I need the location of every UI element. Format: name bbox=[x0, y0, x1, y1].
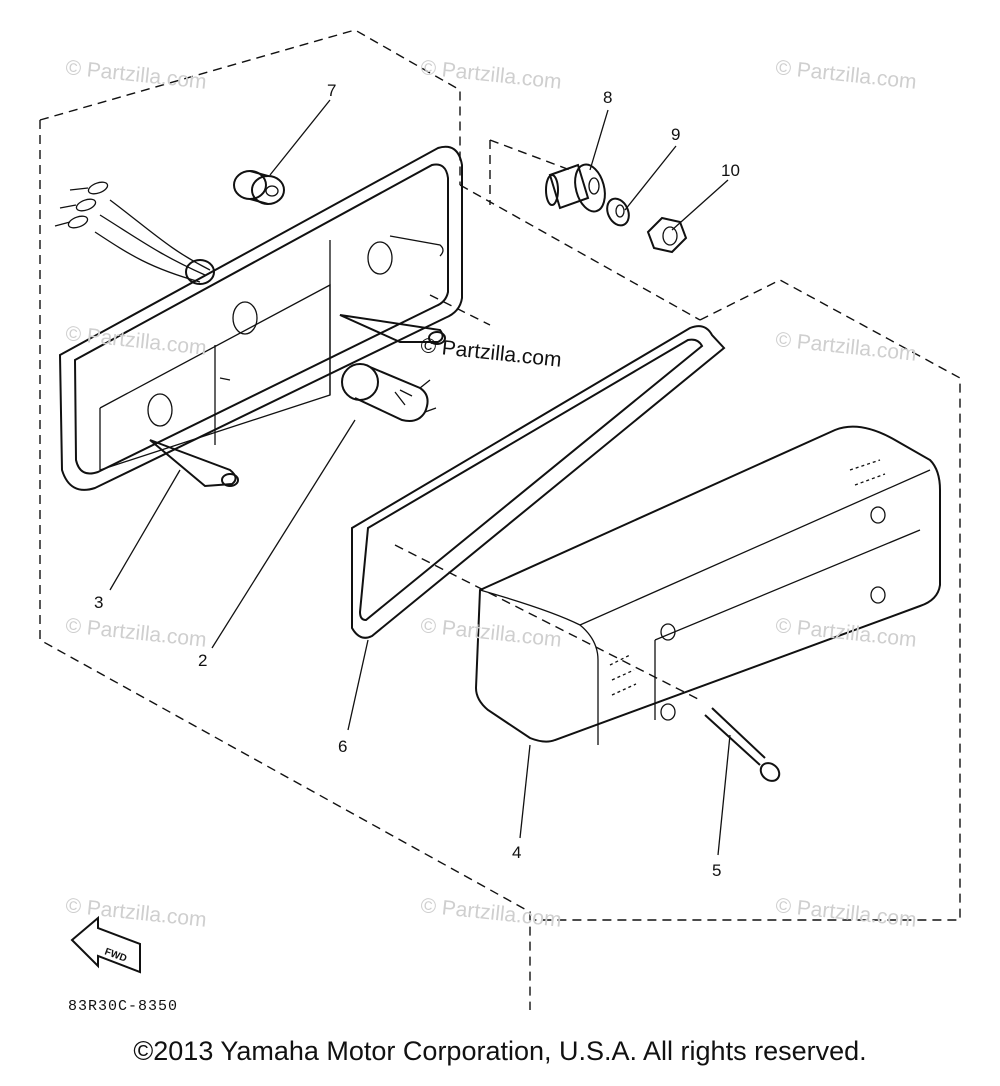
part-6-gasket bbox=[351, 325, 726, 639]
callout-3: 3 bbox=[94, 593, 103, 612]
callout-8: 8 bbox=[603, 88, 612, 107]
watermark: © Partzilla.com bbox=[774, 328, 917, 366]
part-4-lens bbox=[474, 425, 941, 745]
callout-7: 7 bbox=[327, 81, 336, 100]
part-8-collar bbox=[545, 163, 606, 213]
watermark: © Partzilla.com bbox=[774, 614, 917, 652]
assembly-boundary bbox=[39, 29, 961, 1010]
part-7-grommet bbox=[233, 170, 285, 205]
part-9-washer bbox=[606, 197, 630, 227]
watermark: © Partzilla.com bbox=[419, 614, 562, 652]
watermark-center: © Partzilla.com bbox=[419, 334, 562, 372]
callout-5: 5 bbox=[712, 861, 721, 880]
watermark: © Partzilla.com bbox=[64, 614, 207, 652]
callout-9: 9 bbox=[671, 125, 680, 144]
diagram-code: 83R30C-8350 bbox=[68, 998, 178, 1015]
callout-2: 2 bbox=[198, 651, 207, 670]
part-5-screw bbox=[704, 707, 781, 782]
exploded-parts-diagram: 7 8 9 10 3 2 6 4 5 © Partzilla.com © Par… bbox=[39, 29, 961, 1015]
watermark: © Partzilla.com bbox=[774, 56, 917, 94]
watermark: © Partzilla.com bbox=[64, 894, 207, 932]
watermarks: © Partzilla.com © Partzilla.com © Partzi… bbox=[64, 56, 917, 932]
part-3-lamp-housing bbox=[54, 145, 463, 491]
part-10-nut bbox=[646, 216, 688, 254]
fwd-arrow-icon: FWD bbox=[70, 915, 141, 974]
callout-10: 10 bbox=[721, 161, 740, 180]
watermark: © Partzilla.com bbox=[419, 894, 562, 932]
watermark: © Partzilla.com bbox=[64, 56, 207, 94]
leader-lines bbox=[109, 99, 731, 856]
part-2-bulb bbox=[341, 363, 437, 422]
copyright-notice: ©2013 Yamaha Motor Corporation, U.S.A. A… bbox=[133, 1036, 867, 1066]
callout-labels: 7 8 9 10 3 2 6 4 5 bbox=[94, 81, 740, 880]
watermark: © Partzilla.com bbox=[774, 894, 917, 932]
callout-6: 6 bbox=[338, 737, 347, 756]
watermark: © Partzilla.com bbox=[419, 56, 562, 94]
callout-4: 4 bbox=[512, 843, 521, 862]
